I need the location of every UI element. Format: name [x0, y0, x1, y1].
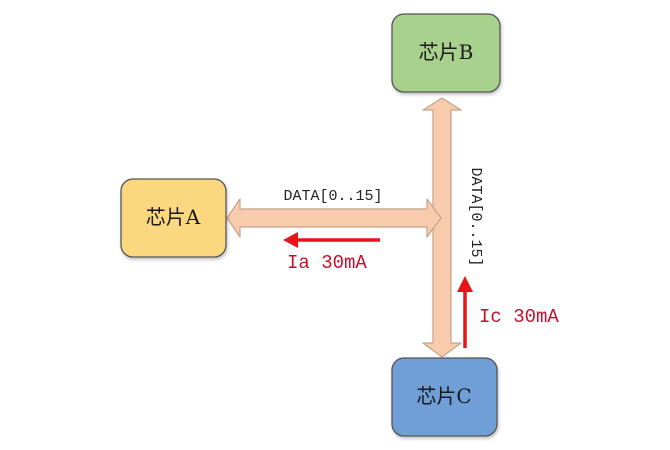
chip-b-box: [391, 13, 501, 93]
chip-b: 芯片B: [391, 13, 501, 93]
current-arrow-ia: [283, 232, 380, 248]
current-label-ic: Ic 30mA: [479, 306, 559, 328]
ia-arrow-head: [283, 232, 298, 248]
horizontal-bus-arrow: [226, 198, 442, 238]
chip-b-label: 芯片B: [419, 40, 474, 64]
chip-a-box: [120, 178, 227, 258]
horizontal-bus-label: DATA[0..15]: [283, 188, 382, 205]
chip-c-label: 芯片C: [416, 384, 471, 408]
vertical-bus-label: DATA[0..15]: [467, 167, 484, 266]
chip-a: 芯片A: [120, 178, 227, 258]
chip-c: 芯片C: [391, 357, 498, 437]
chip-c-box: [391, 357, 498, 437]
ic-arrow-head: [457, 276, 473, 292]
vertical-bus-arrow: [422, 97, 462, 358]
chip-a-label: 芯片A: [146, 205, 201, 229]
current-arrow-ic: [457, 276, 473, 348]
current-label-ia: Ia 30mA: [287, 252, 367, 274]
